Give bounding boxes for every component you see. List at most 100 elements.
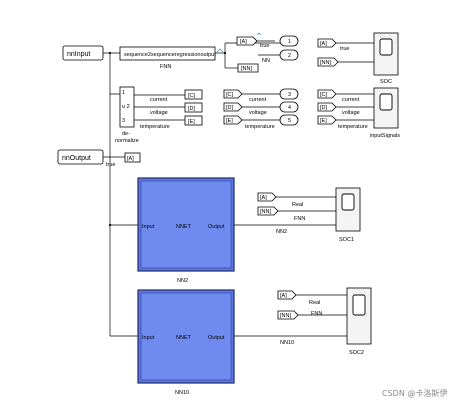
svg-text:1: 1 bbox=[122, 90, 125, 96]
svg-text:SOC2: SOC2 bbox=[349, 350, 364, 356]
goto-tag-c[interactable]: [C] bbox=[184, 89, 203, 100]
from-tag-a-soc1[interactable]: [A] bbox=[257, 192, 277, 202]
signal-label-current: current bbox=[342, 97, 360, 103]
signal-logging-icon bbox=[256, 32, 262, 36]
svg-text:inputSignals: inputSignals bbox=[370, 133, 400, 139]
svg-text:[E]: [E] bbox=[226, 118, 233, 124]
goto-tag-e[interactable]: [E] bbox=[184, 115, 203, 126]
outport-3[interactable]: 3 bbox=[279, 88, 299, 100]
svg-text:[NN]: [NN] bbox=[241, 66, 252, 72]
signal-label-nn2: NN2 bbox=[276, 229, 287, 235]
scope-soc2[interactable]: SOC2 bbox=[346, 287, 372, 356]
signal-label-temperature: temperature bbox=[245, 124, 275, 130]
scope-input-signals[interactable]: inputSignals bbox=[370, 87, 400, 139]
from-tag-a-soc[interactable]: [A] bbox=[317, 38, 337, 48]
svg-text:[NN]: [NN] bbox=[260, 209, 271, 215]
svg-text:[A]: [A] bbox=[240, 39, 247, 45]
svg-text:NNET: NNET bbox=[176, 224, 192, 230]
svg-text:4: 4 bbox=[288, 105, 291, 111]
signal-label-real: Real bbox=[292, 202, 303, 208]
from-tag-d[interactable]: [D] bbox=[223, 102, 243, 112]
svg-text:[NN]: [NN] bbox=[320, 60, 331, 66]
svg-text:[NN]: [NN] bbox=[280, 313, 291, 319]
svg-text:[C]: [C] bbox=[226, 92, 234, 98]
from-tag-c-scope[interactable]: [C] bbox=[317, 89, 337, 99]
nn2-block[interactable]: Input NNET Output NN2 bbox=[137, 177, 235, 284]
signal-label-temperature: temperature bbox=[140, 124, 170, 130]
svg-text:nnOutput: nnOutput bbox=[62, 155, 91, 162]
from-tag-a-soc2[interactable]: [A] bbox=[277, 290, 297, 300]
signal-label-true: true bbox=[260, 43, 269, 49]
svg-text:[D]: [D] bbox=[188, 106, 196, 112]
svg-text:sequence2sequenceregressionout: sequence2sequenceregressionoutput bbox=[124, 52, 216, 58]
svg-text:normalize: normalize bbox=[115, 138, 139, 144]
svg-text:Output: Output bbox=[208, 335, 225, 341]
svg-text:[D]: [D] bbox=[320, 105, 328, 111]
from-tag-e-scope[interactable]: [E] bbox=[317, 115, 337, 125]
signal-label-fnn: FNN bbox=[311, 311, 322, 317]
scope-soc[interactable]: SOC bbox=[373, 32, 399, 85]
svg-text:[A]: [A] bbox=[280, 293, 287, 299]
svg-text:1: 1 bbox=[288, 39, 291, 45]
svg-text:[A]: [A] bbox=[320, 41, 327, 47]
outport-4[interactable]: 4 bbox=[279, 101, 299, 113]
denormalize-block[interactable]: 1 u 2 3 de- normalize bbox=[115, 86, 139, 144]
goto-tag-d[interactable]: [D] bbox=[184, 102, 203, 113]
svg-text:Output: Output bbox=[208, 224, 225, 230]
signal-label-nn10: NN10 bbox=[280, 340, 294, 346]
signal-label-voltage: voltage bbox=[249, 110, 267, 116]
watermark: CSDN @卡洛斯伊 bbox=[382, 388, 447, 398]
from-tag-a[interactable]: [A] bbox=[236, 36, 258, 46]
scope-soc1[interactable]: SOC1 bbox=[335, 187, 361, 243]
from-tag-e[interactable]: [E] bbox=[223, 115, 243, 125]
svg-text:[C]: [C] bbox=[320, 92, 328, 98]
from-tag-nn-soc2[interactable]: [NN] bbox=[277, 310, 299, 320]
from-tag-d-scope[interactable]: [D] bbox=[317, 102, 337, 112]
svg-text:3: 3 bbox=[288, 92, 291, 98]
fnn-label: FNN bbox=[160, 64, 171, 70]
svg-text:Input: Input bbox=[142, 335, 155, 341]
nnoutput-block[interactable]: nnOutput bbox=[57, 149, 104, 165]
outport-2[interactable]: 2 bbox=[279, 49, 299, 61]
signal-label-nn: NN bbox=[262, 58, 270, 64]
outport-1[interactable]: 1 bbox=[279, 35, 299, 47]
svg-text:SOC1: SOC1 bbox=[339, 237, 354, 243]
from-tag-nn-soc[interactable]: [NN] bbox=[317, 57, 339, 67]
svg-text:NNET: NNET bbox=[176, 335, 192, 341]
from-tag-c[interactable]: [C] bbox=[223, 89, 243, 99]
nn10-block[interactable]: Input NNET Output NN10 bbox=[137, 289, 235, 396]
svg-text:nnInput: nnInput bbox=[67, 51, 90, 58]
signal-logging-icon bbox=[216, 48, 224, 53]
signal-label-fnn: FNN bbox=[294, 216, 305, 222]
fnn-block[interactable]: sequence2sequenceregressionoutput FNN bbox=[119, 46, 216, 70]
signal-label-true: true bbox=[106, 162, 115, 168]
svg-text:Input: Input bbox=[142, 224, 155, 230]
svg-text:5: 5 bbox=[288, 118, 291, 124]
signal-label-true: true bbox=[340, 46, 349, 52]
signal-label-current: current bbox=[150, 97, 168, 103]
goto-tag-nn[interactable]: [NN] bbox=[237, 63, 259, 73]
from-tag-nn-soc1[interactable]: [NN] bbox=[257, 206, 279, 216]
svg-text:[A]: [A] bbox=[127, 156, 134, 162]
svg-text:[D]: [D] bbox=[226, 105, 234, 111]
svg-text:SOC: SOC bbox=[380, 79, 392, 85]
svg-text:[A]: [A] bbox=[260, 195, 267, 201]
svg-text:3: 3 bbox=[122, 118, 125, 124]
svg-text:2: 2 bbox=[288, 53, 291, 59]
signal-label-current: current bbox=[249, 97, 267, 103]
signal-label-voltage: voltage bbox=[150, 110, 168, 116]
outport-5[interactable]: 5 bbox=[279, 114, 299, 126]
svg-text:u 2: u 2 bbox=[122, 104, 130, 110]
svg-text:NN2: NN2 bbox=[177, 278, 188, 284]
svg-text:[C]: [C] bbox=[188, 93, 196, 99]
goto-tag-a[interactable]: [A] bbox=[124, 152, 141, 163]
svg-text:NN10: NN10 bbox=[175, 390, 189, 396]
svg-text:de-: de- bbox=[122, 131, 130, 137]
svg-text:[E]: [E] bbox=[320, 118, 327, 124]
svg-text:[E]: [E] bbox=[188, 119, 195, 125]
signal-label-real: Real bbox=[309, 300, 320, 306]
signal-label-voltage: voltage bbox=[342, 110, 360, 116]
signal-label-temperature: temperature bbox=[338, 124, 368, 130]
nninput-block[interactable]: nnInput bbox=[62, 45, 104, 61]
